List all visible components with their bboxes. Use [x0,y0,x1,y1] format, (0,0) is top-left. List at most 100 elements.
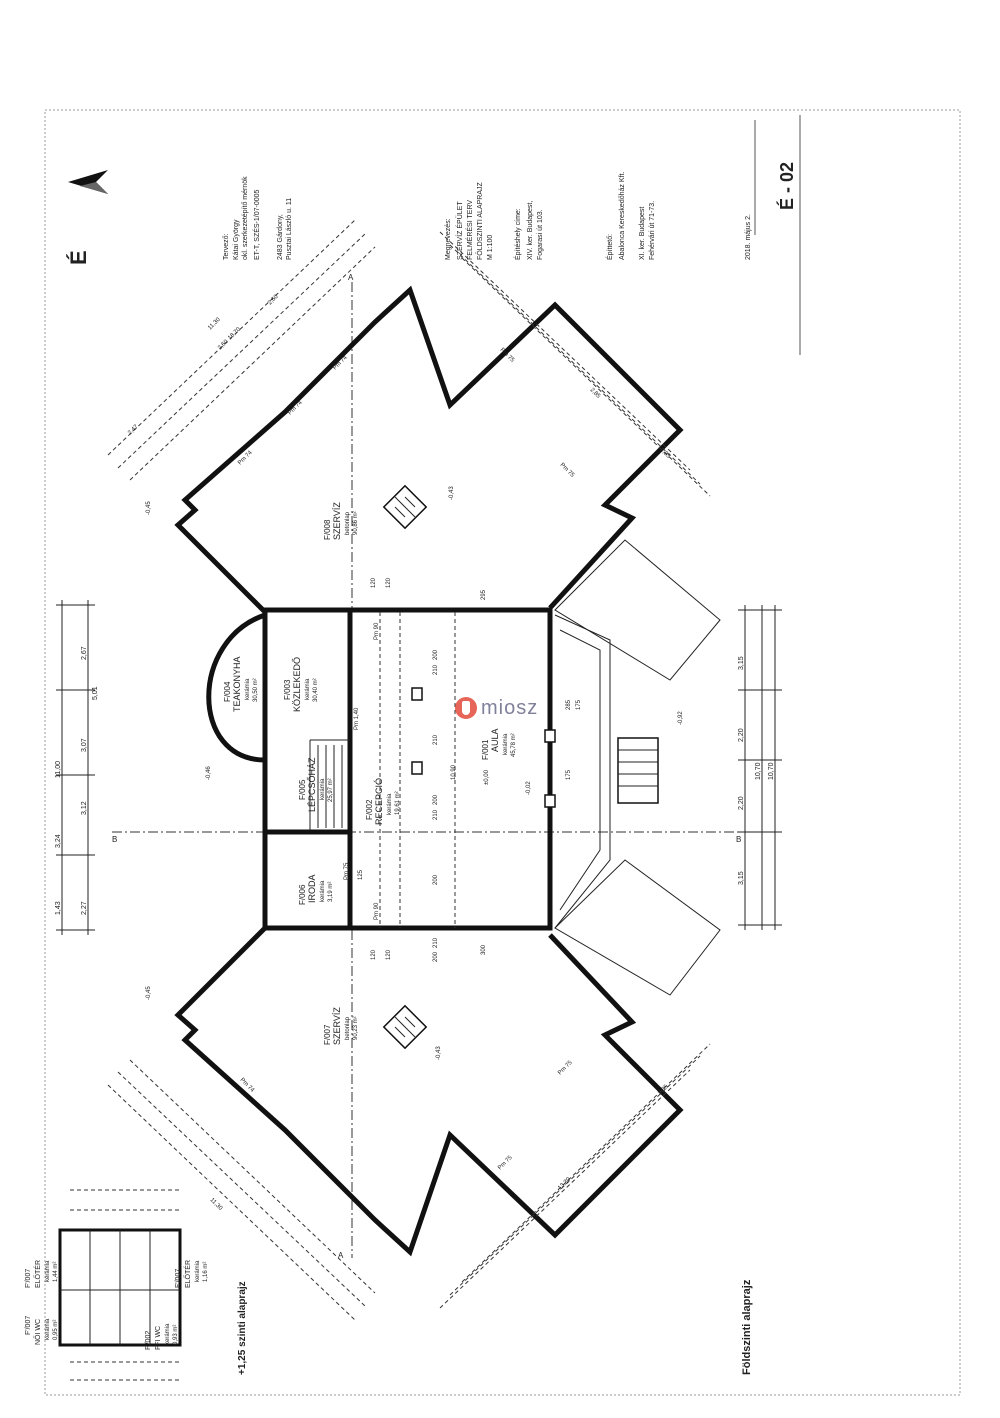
upper-room-2-area: 1,44 m² [53,1262,59,1282]
designer-name: Kátai György [233,219,240,260]
subject-3: FÖLDSZINTI ALAPRAJZ [476,181,484,260]
window-label-11: Pm 1,40 [354,707,360,730]
dim-left-2: 5,01 [92,686,99,700]
room-f005-name: LÉPCSŐHÁZ [307,757,317,812]
wing-bottom [107,926,711,1321]
upper-room-3-area: 1,16 m² [203,1262,209,1282]
miosz-logo-icon [455,697,477,719]
designer-addr2: Pusztai László u. 11 [286,198,293,260]
inner-dim-3: 295 [481,589,487,600]
north-arrow-icon: É [66,170,108,265]
designer-addr1: 2483 Gárdony, [277,214,284,260]
designer-label: Tervező: [223,233,230,260]
upper-room-1-area: 0,95 m² [53,1320,59,1340]
plan-title: Földszinti alaprajz [741,1279,753,1375]
room-f005-id: F/005 [298,779,307,800]
right-dimension-chain: 3,15 2,20 2,20 3,15 10,70 10,70 [738,605,782,930]
room-f006-floor: kerámia [320,880,326,902]
inner-dim-11: 210 [433,809,439,820]
inner-dim-14: 125 [358,869,364,880]
dim-left-4: 3,24 [55,834,62,848]
inner-dim-2: 120 [386,577,392,588]
dim-left-6: 1,43 [55,901,62,915]
miosz-logo: miosz [455,694,551,722]
inner-dim-1: 120 [371,577,377,588]
level-3: -0,46 [206,766,212,780]
room-f003-id: F/003 [283,679,292,700]
room-f008-id: F/008 [323,519,332,540]
central-body [206,539,721,996]
upper-room-4-name: FFI WC [155,1326,162,1350]
inner-dim-13: 200 [433,874,439,885]
dim-left-total: 11,00 [55,761,62,778]
subject-1: SZERVÍZ ÉPÜLET [455,201,464,260]
level-8: -0,92 [678,711,684,725]
window-label-6: Pm 75 [559,462,576,479]
site-1: XIV. ker. Budapest, [527,201,534,260]
inner-dim-15: 300 [481,944,487,955]
level-2: -0,43 [449,486,455,500]
date: 2018. május 2. [745,214,752,260]
room-f001-id: F/001 [481,739,490,760]
window-label-7: Pm 75 [497,1154,514,1171]
room-f007-name: SZERVÍZ [332,1007,342,1045]
wing-dim-2: 2,60 [217,338,230,351]
room-f003-name: KÖZLEKEDŐ [292,657,302,712]
room-f007-area: 90,23 m² [353,1016,359,1040]
inner-dim-6: 285 [566,699,572,710]
dim-left-1: 2,67 [81,646,88,660]
room-f002-name: RECEPCIÓ [374,778,384,825]
axis-label-b-left: B [112,835,117,844]
room-f003-floor: kerámia [305,678,311,700]
client-3: Fehérvári út 71-73. [649,201,656,260]
room-f008-floor: betonlap [345,511,351,535]
site-label: Építéshely címe: [513,208,522,260]
level-5: -0,43 [436,1046,442,1060]
room-f004-floor: kerámia [245,678,251,700]
title-block: Tervező: Kátai György okl. szerkezetépít… [223,162,797,260]
dim-left-5: 3,12 [81,801,88,815]
inner-dim-19: 120 [386,949,392,960]
wing-dim-6: 2,85 [659,447,672,460]
dim-right-total-2: 10,70 [768,762,775,780]
site-2: Fogarasi út 103. [537,209,544,260]
inner-dim-18: 120 [371,949,377,960]
inner-dim-4: 200 [433,649,439,660]
dim-left-3: 3,07 [81,738,88,752]
entrance-stairs [617,737,659,804]
upper-room-3-floor: kerámia [195,1260,201,1282]
teakonyha-curved-wall [206,612,266,763]
sheet-number: É - 02 [776,162,797,210]
upper-room-4-floor: kerámia [165,1323,171,1345]
room-f004-id: F/004 [223,681,232,702]
subject-2: FELMÉRÉSI TERV [465,200,474,260]
designer-title: okl. szerkezetépítő mérnök [242,176,249,260]
room-f007-id: F/007 [323,1024,332,1045]
window-label-9: Pm 90 [374,622,380,640]
scale: M 1:100 [487,235,494,260]
window-label-8: Pm 75 [557,1059,574,1076]
inner-dim-10: 10,90 [451,764,457,780]
wing-dim-7: 2,85 [589,387,602,400]
room-f002-id: F/002 [365,799,374,820]
inner-dim-16: 210 [433,937,439,948]
axis-label-a-bottom: A [338,1251,344,1260]
level-marks: -0,45 -0,43 -0,46 -0,45 -0,43 ±0,00 -0,0… [146,486,684,1060]
window-label-12: Pm 75 [344,862,350,880]
inner-dim-9: 200 [433,794,439,805]
canopy-bottom [554,859,721,996]
dim-right-total: 10,70 [755,762,762,780]
sheet-frame [44,109,961,1396]
room-f006-name: IRODA [307,874,317,903]
client-label: Építtető: [605,234,614,260]
room-f007-floor: betonlap [345,1016,351,1040]
room-f004-name: TEAKONYHA [232,656,242,712]
wing-dim-1: 2,47 [127,423,140,436]
axis-label-a-top: A [348,273,354,282]
axis-label-b-right: B [736,835,741,844]
room-f004-area: 30,50 m² [253,678,259,702]
room-f003-area: 30,40 m² [313,678,319,702]
inner-dim-17: 200 [433,951,439,962]
